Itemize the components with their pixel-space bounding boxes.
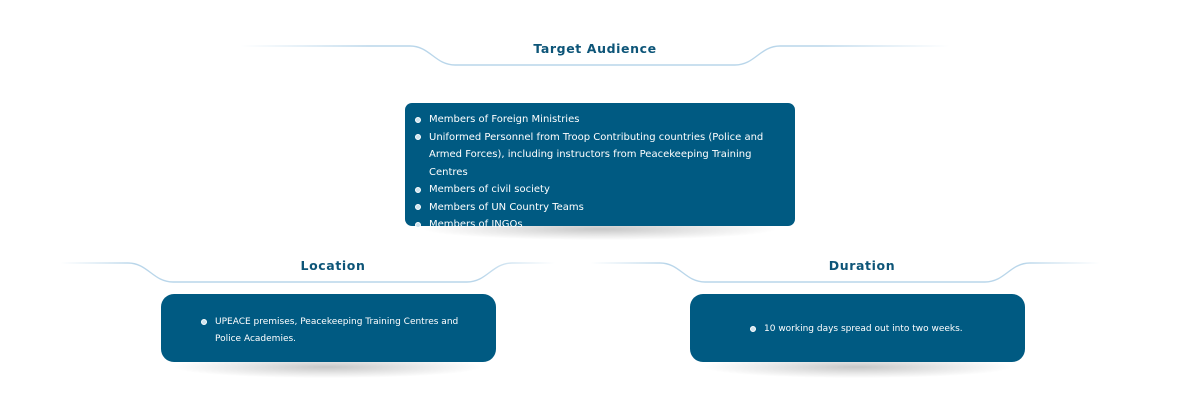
circle-bullet-icon	[415, 116, 421, 123]
list-item-text: Members of Foreign Ministries	[429, 114, 580, 125]
list-item: Members of civil society	[415, 181, 785, 199]
list-item-text: Members of civil society	[429, 184, 550, 195]
list-item: UPEACE premises, Peacekeeping Training C…	[201, 314, 476, 348]
circle-bullet-icon	[415, 221, 421, 228]
duration-title: Duration	[828, 258, 896, 273]
target-audience-header-line	[240, 45, 950, 66]
location-card: UPEACE premises, Peacekeeping Training C…	[161, 294, 496, 362]
location-list: UPEACE premises, Peacekeeping Training C…	[201, 314, 476, 348]
duration-list: 10 working days spread out into two week…	[750, 321, 1005, 338]
target-audience-list: Members of Foreign Ministries Uniformed …	[415, 111, 785, 234]
circle-bullet-icon	[415, 134, 421, 140]
circle-bullet-icon	[415, 186, 421, 193]
duration-card: 10 working days spread out into two week…	[690, 294, 1025, 362]
list-item: 10 working days spread out into two week…	[750, 321, 1005, 338]
list-item-text: Uniformed Personnel from Troop Contribut…	[429, 131, 764, 178]
list-item: Members of UN Country Teams	[415, 199, 785, 217]
list-item: Members of INGOs	[415, 216, 785, 234]
circle-bullet-icon	[415, 204, 421, 210]
list-item-text: Members of UN Country Teams	[429, 201, 584, 213]
list-item-text: Members of INGOs	[429, 219, 523, 230]
duration-header-line	[590, 262, 1100, 283]
location-title: Location	[300, 258, 366, 273]
location-header-line	[60, 262, 555, 283]
list-item-text: UPEACE premises, Peacekeeping Training C…	[215, 317, 459, 344]
circle-bullet-icon	[750, 326, 756, 332]
target-audience-title: Target Audience	[533, 41, 657, 56]
circle-bullet-icon	[201, 319, 207, 325]
target-audience-card: Members of Foreign Ministries Uniformed …	[405, 103, 795, 230]
list-item-text: 10 working days spread out into two week…	[764, 324, 963, 334]
list-item: Members of Foreign Ministries	[415, 111, 785, 129]
list-item: Uniformed Personnel from Troop Contribut…	[415, 129, 785, 182]
